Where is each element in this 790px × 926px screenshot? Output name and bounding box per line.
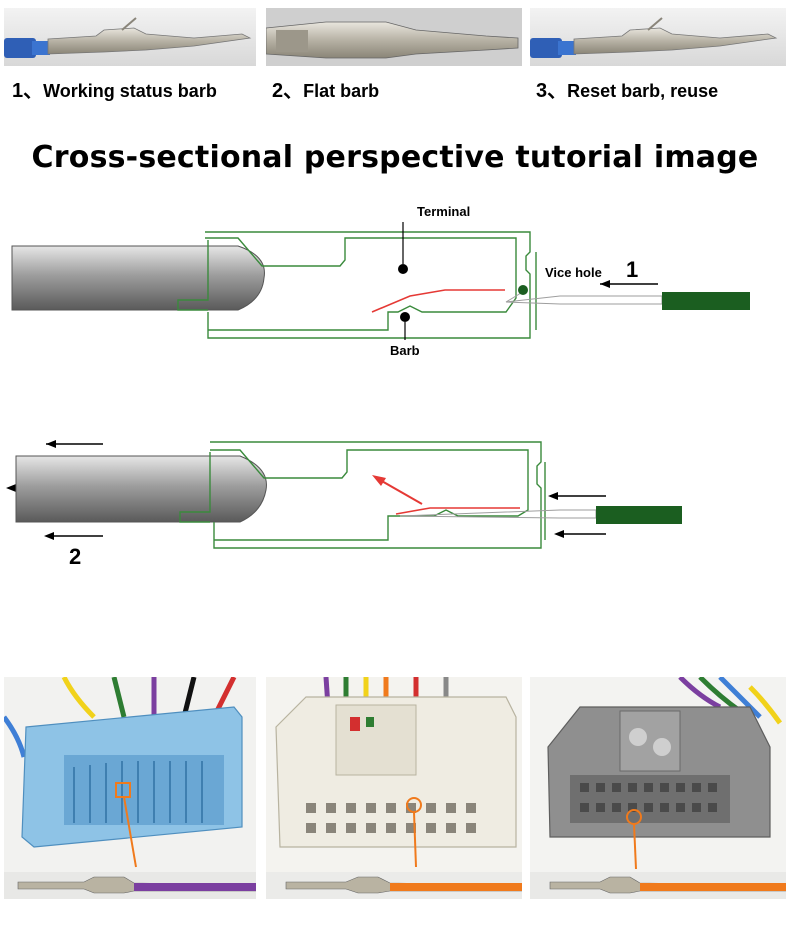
step-number-2: 2 — [69, 544, 81, 569]
vice-hole-marker — [518, 285, 528, 295]
vice-hole-label: Vice hole — [545, 265, 602, 280]
terminal-photo-reset — [530, 8, 786, 66]
connector-photo-white — [266, 677, 522, 899]
step-number-1: 1 — [626, 257, 638, 282]
terminal-photo-working — [4, 8, 256, 66]
caption-number: 3、 — [536, 80, 568, 102]
connector-photo-gray — [530, 677, 786, 899]
cross-section-diagram-insert: Terminal Barb Vice hole 1 — [11, 204, 750, 358]
caption-flat: 2、Flat barb — [272, 74, 379, 103]
caption-number: 2、 — [272, 80, 304, 102]
cross-section-diagram-release: 2 — [6, 440, 682, 569]
caption-number: 1、 — [12, 80, 44, 102]
caption-text: Reset barb, reuse — [567, 81, 719, 101]
barb-marker — [400, 312, 410, 322]
caption-reset: 3、Reset barb, reuse — [536, 74, 718, 103]
release-tool — [662, 292, 750, 310]
caption-working: 1、Working status barb — [12, 74, 217, 103]
barb-label: Barb — [390, 343, 420, 358]
terminal-photo-flat — [266, 8, 522, 66]
connector-photo-blue — [4, 677, 256, 899]
caption-text: Working status barb — [43, 81, 217, 101]
caption-text: Flat barb — [303, 81, 380, 101]
page-title: Cross-sectional perspective tutorial ima… — [31, 140, 759, 175]
terminal-marker — [398, 264, 408, 274]
release-tool — [596, 506, 682, 524]
terminal-label: Terminal — [417, 204, 470, 219]
